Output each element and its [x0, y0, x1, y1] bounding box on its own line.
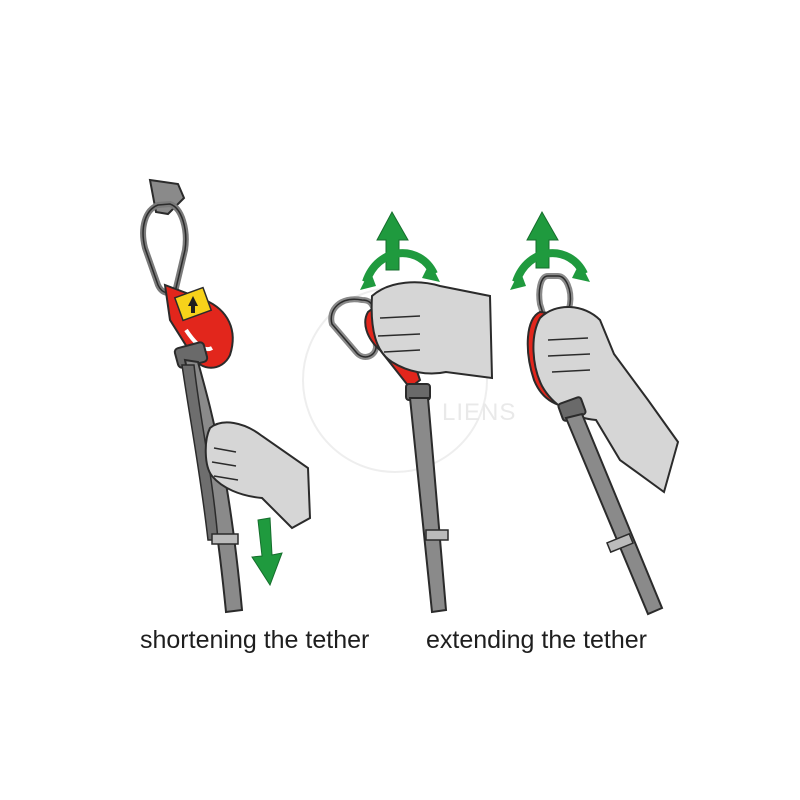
figure-shortening [140, 178, 312, 614]
hand-icon [204, 421, 312, 530]
strap [408, 397, 448, 614]
watermark-text: LIENS [442, 399, 516, 426]
caption-shortening: shortening the tether [140, 626, 370, 654]
strap-keeper [606, 532, 634, 554]
hand-icon [370, 281, 494, 380]
hand-icon [532, 305, 680, 494]
strap-keeper [425, 529, 449, 541]
arrow-up-icon [188, 296, 198, 313]
arrow-down-icon [251, 517, 283, 587]
arrow-up-rotate-icon [526, 210, 559, 269]
carabiner-icon [140, 200, 189, 296]
caption-extending: extending the tether [426, 626, 647, 654]
arrow-up-rotate-icon [376, 210, 409, 271]
strap-keeper [211, 533, 239, 545]
figure-extending-1 [328, 210, 494, 614]
figure-extending-2 [510, 210, 680, 616]
